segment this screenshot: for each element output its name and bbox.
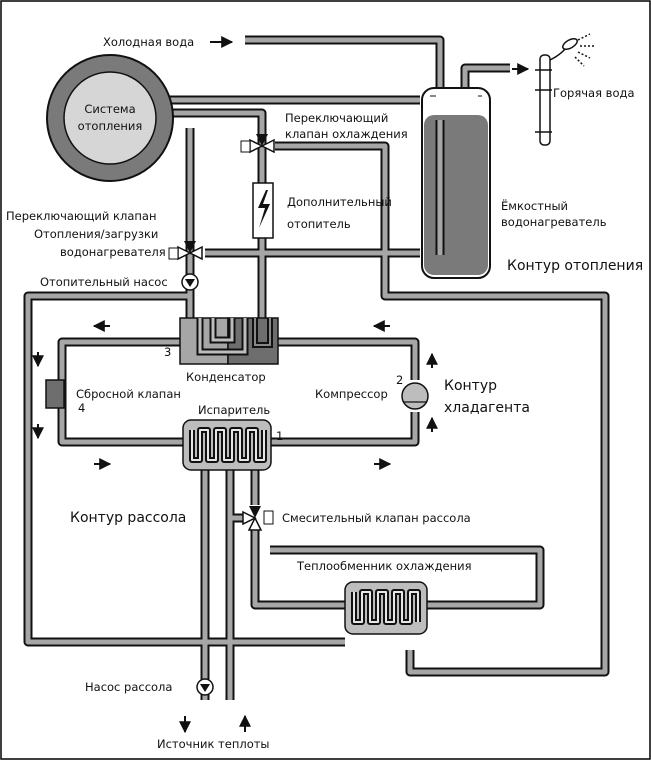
- label-cooling-valve-2: клапан охлаждения: [285, 127, 408, 141]
- label-refrigerant-1: Контур: [444, 378, 497, 394]
- cooling-switch-valve: [240, 134, 275, 154]
- label-switch-valve-1: Переключающий клапан: [6, 209, 156, 223]
- brine-pump-symbol: [196, 678, 214, 696]
- label-hot-water: Горячая вода: [553, 86, 635, 100]
- label-cooling-hx: Теплообменник охлаждения: [296, 559, 472, 573]
- aux-heater-symbol: [252, 182, 274, 239]
- label-condenser: Конденсатор: [186, 370, 266, 384]
- label-num-3: 3: [164, 345, 171, 359]
- label-relief-valve: Сбросной клапан: [76, 387, 181, 401]
- condenser-symbol: [179, 317, 279, 365]
- label-compressor: Компрессор: [315, 387, 388, 401]
- tank-symbol: [421, 87, 491, 279]
- label-cooling-valve-1: Переключающий: [285, 111, 388, 125]
- label-cold-water: Холодная вода: [103, 35, 194, 49]
- label-brine-pump: Насос рассола: [85, 680, 172, 694]
- label-brine-circuit: Контур рассола: [70, 510, 186, 526]
- label-heating-circuit: Контур отопления: [507, 258, 643, 274]
- evaporator-symbol: [182, 419, 272, 471]
- label-refrigerant-2: хладагента: [444, 400, 530, 416]
- heating-pump-symbol: [181, 273, 199, 291]
- label-evaporator: Испаритель: [198, 403, 270, 417]
- label-brine-mix-valve: Смесительный клапан рассола: [282, 511, 471, 525]
- brine-mix-valve: [242, 506, 274, 531]
- cooling-hx-symbol: [344, 581, 428, 635]
- label-tank-2: водонагреватель: [501, 215, 607, 229]
- label-heat-source: Источник теплоты: [157, 737, 270, 751]
- shower-symbol: [535, 33, 594, 146]
- label-num-2: 2: [396, 373, 403, 387]
- heating-switch-valve: [168, 241, 203, 261]
- label-num-1: 1: [276, 429, 283, 443]
- label-aux-heater-2: отопитель: [287, 217, 351, 231]
- heating-system-symbol: [46, 54, 174, 182]
- label-switch-valve-3: водонагревателя: [60, 245, 166, 259]
- relief-valve-symbol: [45, 379, 65, 409]
- label-aux-heater-1: Дополнительный: [287, 195, 392, 209]
- label-num-4: 4: [78, 401, 85, 415]
- label-switch-valve-2: Отопления/загрузки: [34, 227, 158, 241]
- label-heating-pump: Отопительный насос: [40, 275, 168, 289]
- label-tank-1: Ёмкостный: [501, 198, 568, 213]
- compressor-symbol: [401, 382, 429, 410]
- flow-arrows: [32, 36, 530, 734]
